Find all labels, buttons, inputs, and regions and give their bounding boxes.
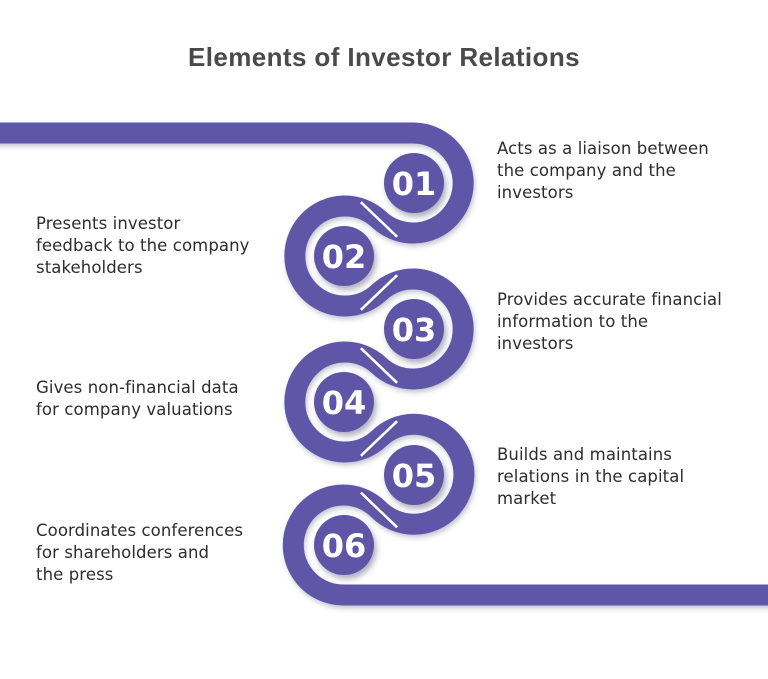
step-badge-04: 04 — [314, 372, 374, 432]
step-circle-06 — [314, 515, 374, 575]
step-badge-06: 06 — [314, 515, 374, 575]
step-circle-03 — [384, 299, 444, 359]
step-number-02: 02 — [322, 238, 367, 276]
step-description-01: Acts as a liaison between the company an… — [497, 139, 709, 202]
step-number-05: 05 — [392, 457, 437, 495]
seam-01-02 — [360, 201, 398, 238]
step-description-04: Gives non-financial data for company val… — [36, 378, 239, 419]
step-number-03: 03 — [392, 311, 437, 349]
step-description-06: Coordinates conferences for shareholders… — [36, 521, 244, 584]
step-circle-01 — [384, 153, 444, 213]
step-number-04: 04 — [322, 384, 367, 422]
step-circle-04 — [314, 372, 374, 432]
step-circle-05 — [384, 445, 444, 505]
path-seams — [360, 201, 398, 529]
step-badge-01: 01 — [384, 153, 444, 213]
step-number-01: 01 — [392, 165, 437, 203]
seam-05-06 — [360, 491, 398, 529]
step-badge-03: 03 — [384, 299, 444, 359]
step-description-03: Provides accurate financial information … — [497, 290, 722, 353]
step-badge-05: 05 — [384, 445, 444, 505]
step-badges: 01 02 03 04 05 06 — [314, 153, 444, 575]
step-badge-02: 02 — [314, 226, 374, 286]
step-circle-02 — [314, 226, 374, 286]
seam-04-05 — [360, 420, 398, 457]
seam-02-03 — [360, 274, 398, 311]
step-number-06: 06 — [322, 527, 367, 565]
page-title: Elements of Investor Relations — [188, 42, 580, 72]
step-description-05: Builds and maintains relations in the ca… — [497, 445, 685, 508]
step-description-02: Presents investor feedback to the compan… — [36, 214, 250, 277]
seam-03-04 — [360, 347, 398, 384]
